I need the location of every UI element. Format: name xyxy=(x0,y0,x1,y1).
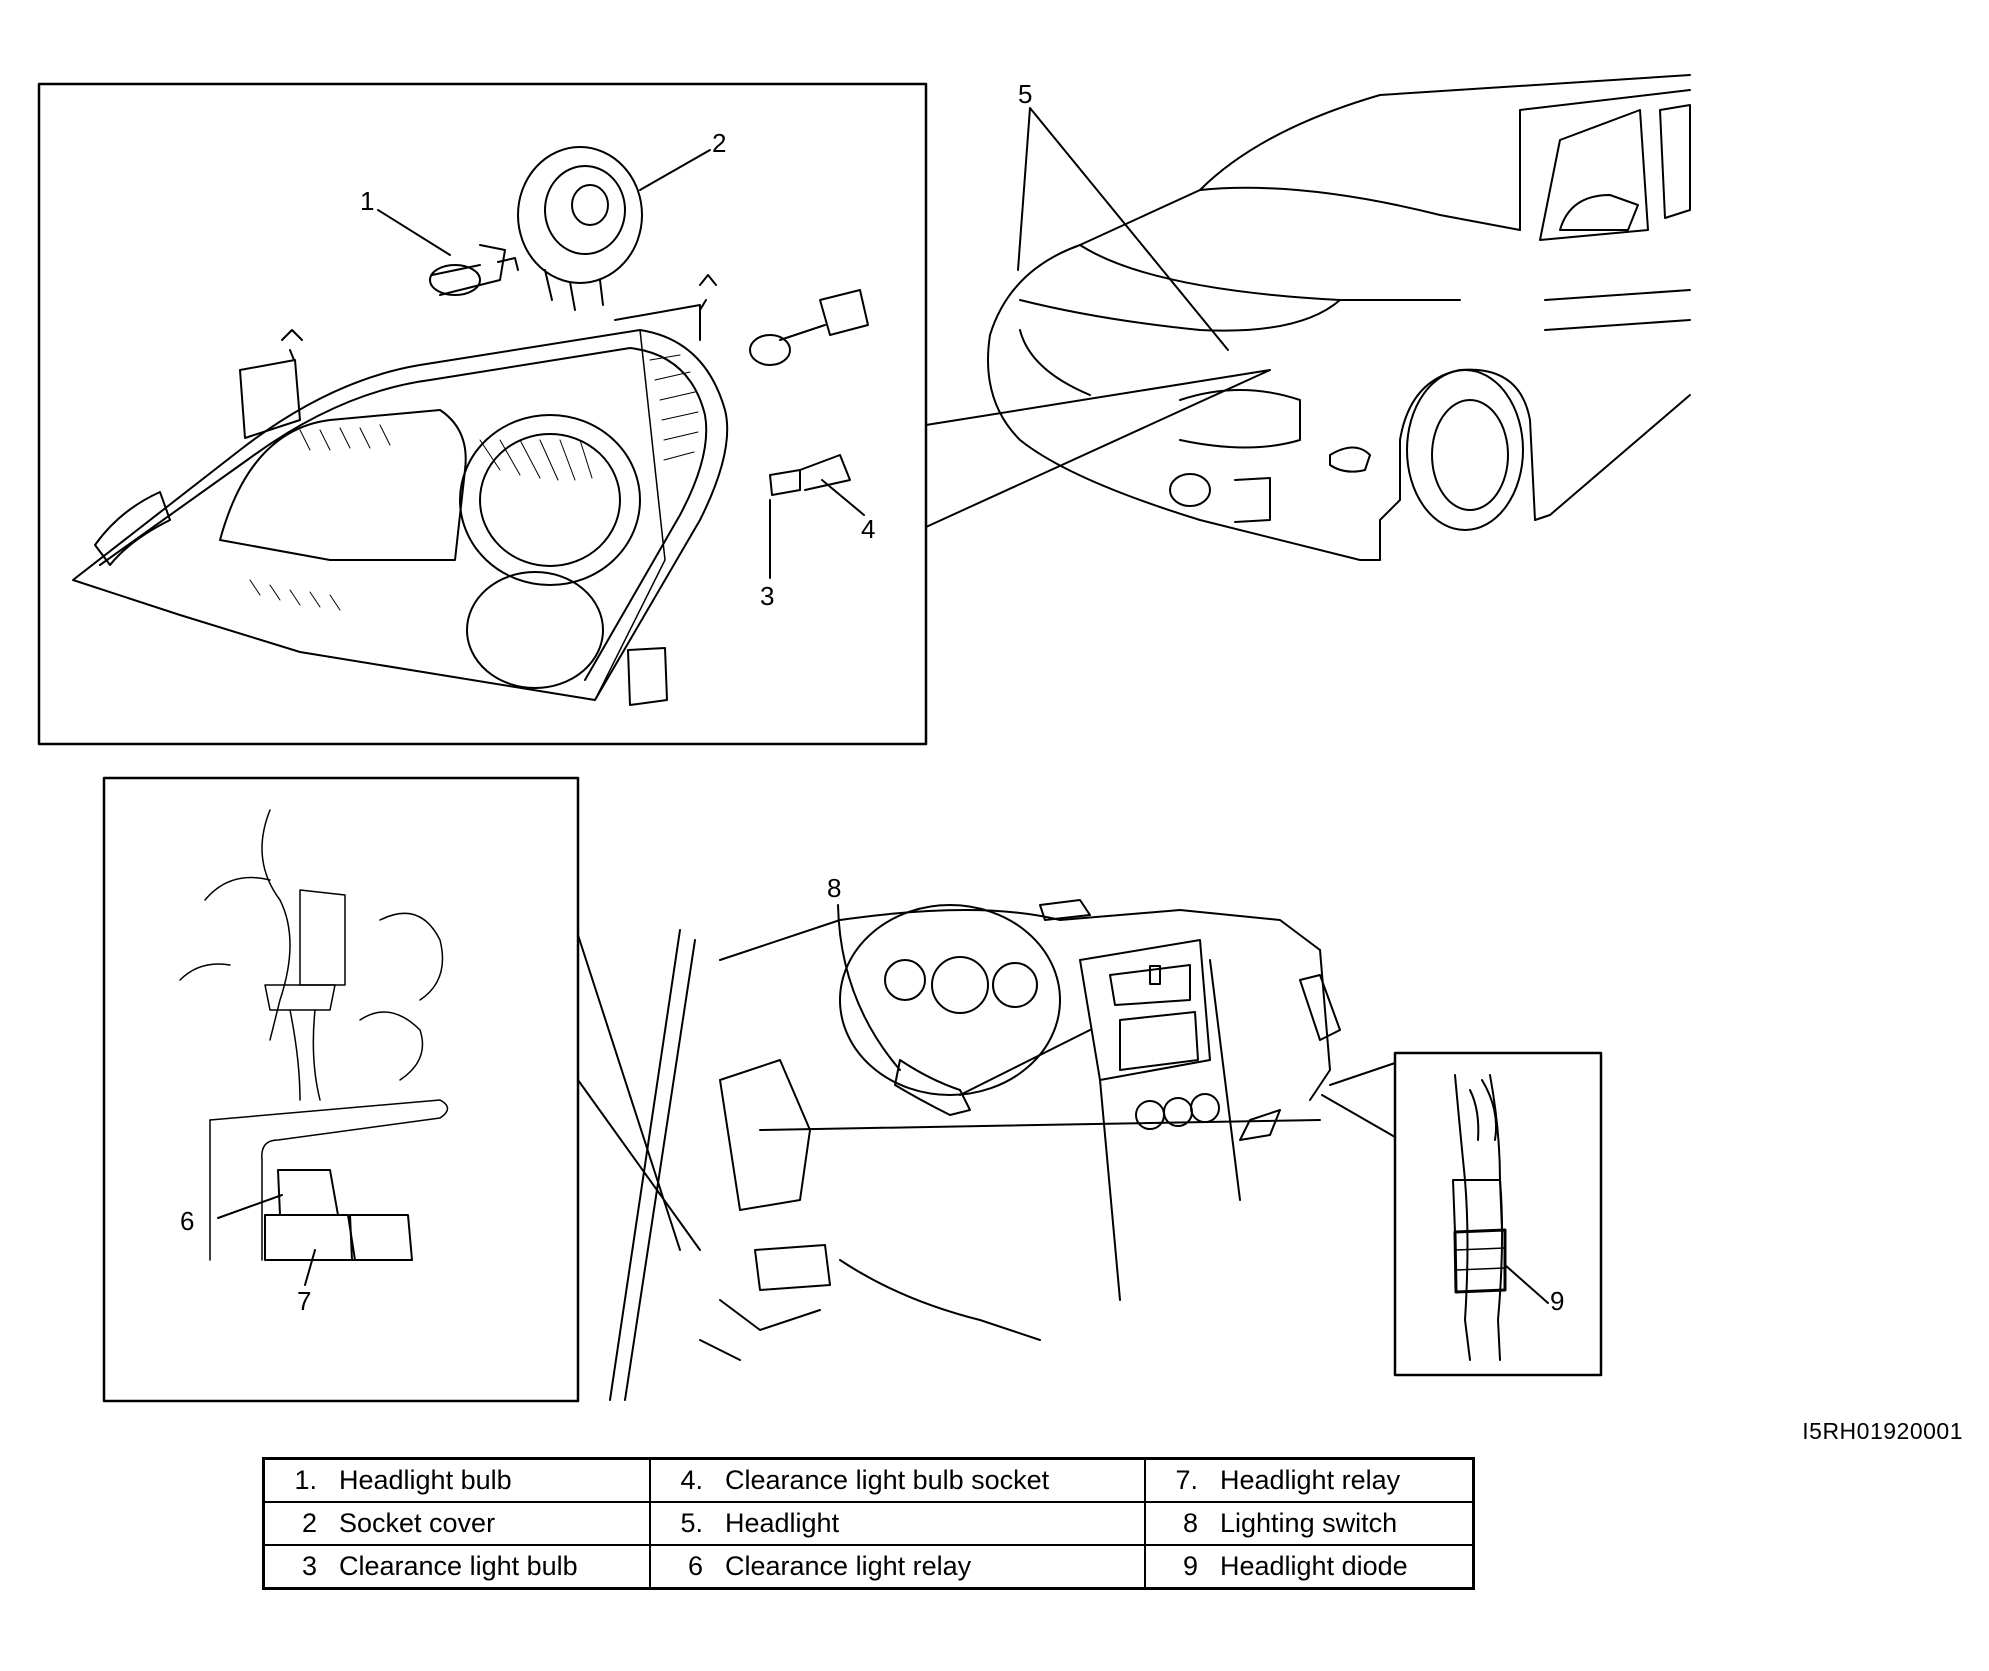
callout-leader-4 xyxy=(821,479,865,516)
legend-cell: 7.Headlight relay xyxy=(1144,1457,1475,1503)
legend-cell: 1.Headlight bulb xyxy=(262,1457,651,1503)
socket-cover xyxy=(517,146,643,311)
callout-leader-8 xyxy=(837,904,901,1071)
relay-blocks xyxy=(264,1169,413,1261)
callout-numbers: 1 2 3 4 5 6 7 8 9 xyxy=(180,79,1564,1316)
legend-cell: 5.Headlight xyxy=(649,1501,1146,1546)
callout-leader-5 xyxy=(1017,107,1229,351)
zoom-lines-headlight xyxy=(925,369,1271,528)
legend-row: 1.Headlight bulb 4.Clearance light bulb … xyxy=(262,1457,1475,1503)
harness-with-diode xyxy=(1452,1074,1507,1361)
callout-5: 5 xyxy=(1018,79,1032,109)
relay-box-area xyxy=(179,809,449,1261)
callout-6: 6 xyxy=(180,1206,194,1236)
headlight-detail-frame xyxy=(37,82,928,746)
callout-7: 7 xyxy=(297,1286,311,1316)
legend-cell: 4.Clearance light bulb socket xyxy=(649,1457,1146,1503)
callout-leader-2 xyxy=(639,149,711,191)
callout-8: 8 xyxy=(827,873,841,903)
headlight-assembly xyxy=(72,304,729,706)
zoom-lines-relay xyxy=(577,934,701,1251)
zoom-lines-diode xyxy=(1321,1062,1396,1138)
diode-detail-frame xyxy=(1393,1051,1603,1377)
callout-9: 9 xyxy=(1550,1286,1564,1316)
callout-leader-1 xyxy=(377,209,451,256)
car-outline xyxy=(987,74,1691,561)
callout-leader-9 xyxy=(1504,1264,1549,1304)
callout-leader-6 xyxy=(217,1194,283,1219)
clearance-bulb-sockets xyxy=(281,274,869,496)
headlight-bulb xyxy=(429,244,519,296)
relay-detail-frame xyxy=(102,776,580,1403)
callout-3: 3 xyxy=(760,581,774,611)
callout-4: 4 xyxy=(861,514,875,544)
callout-1: 1 xyxy=(360,186,374,216)
parts-legend-table: 1.Headlight bulb 4.Clearance light bulb … xyxy=(262,1457,1475,1590)
callout-leader-7 xyxy=(304,1249,316,1286)
figure-code: I5RH01920001 xyxy=(1802,1418,1963,1444)
dashboard-outline xyxy=(609,899,1341,1401)
callout-2: 2 xyxy=(712,128,726,158)
